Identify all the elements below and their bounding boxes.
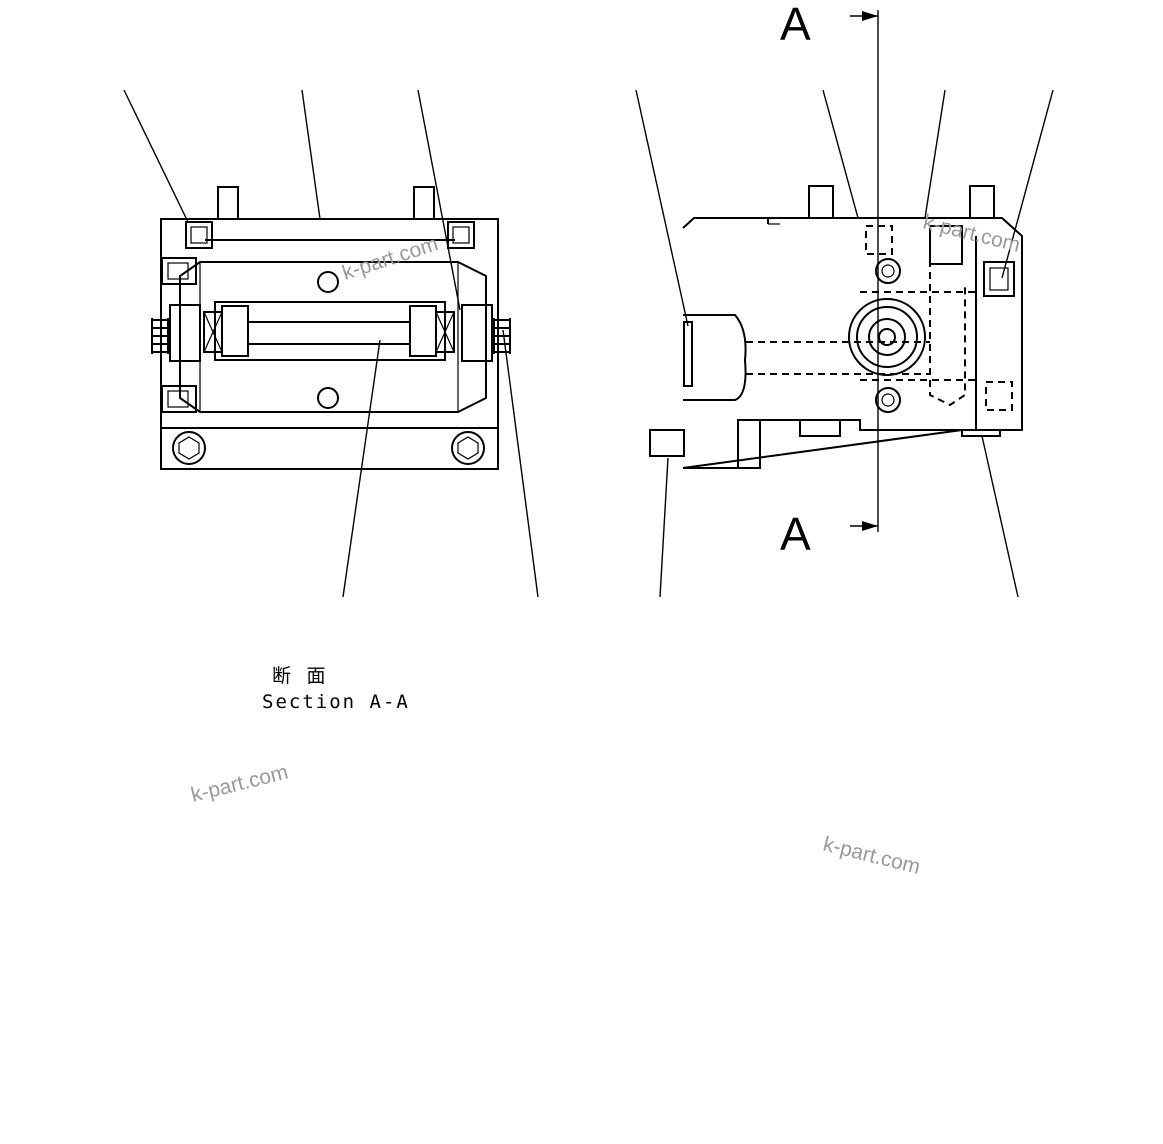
side-port (683, 314, 747, 401)
external-view: A A (635, 0, 1054, 598)
leader-line (301, 89, 321, 220)
top-pin-left (217, 186, 239, 220)
section-arrow-bottom (862, 521, 878, 531)
leader-line (924, 89, 946, 219)
hole-lower (317, 387, 339, 409)
top-pin-right (969, 185, 995, 219)
watermark: k-part.com (189, 761, 291, 807)
leader-line (123, 89, 189, 223)
section-title-jp: 断 面 (272, 665, 327, 687)
boss (649, 429, 685, 457)
spring-right (494, 319, 510, 353)
top-pin-left (808, 185, 834, 219)
bolt-left (172, 431, 206, 465)
leader-line (417, 89, 461, 311)
section-title-en: Section A-A (262, 691, 410, 713)
leader-line (659, 457, 669, 598)
leader-line (635, 89, 689, 327)
bolt-right (451, 431, 485, 465)
watermarks: k-part.com k-part.com k-part.com k-part.… (189, 211, 1023, 879)
section-arrow-top (862, 11, 878, 21)
leader-line (1001, 89, 1054, 279)
hole-lower (875, 387, 901, 413)
port-square (983, 261, 1015, 297)
spring-left (152, 319, 168, 353)
leader-line (502, 329, 539, 598)
leader-line (981, 435, 1019, 598)
leader-line (822, 89, 859, 219)
hole-upper (875, 258, 901, 284)
top-pin-right (413, 186, 435, 220)
section-view: 断 面 Section A-A (123, 89, 539, 713)
valve-body (682, 217, 1023, 469)
section-marker-bottom: A (780, 508, 811, 560)
hole-upper (317, 271, 339, 293)
main-bore (848, 298, 926, 376)
watermark: k-part.com (821, 833, 923, 879)
section-marker-top: A (780, 0, 811, 50)
leader-line (342, 339, 381, 598)
